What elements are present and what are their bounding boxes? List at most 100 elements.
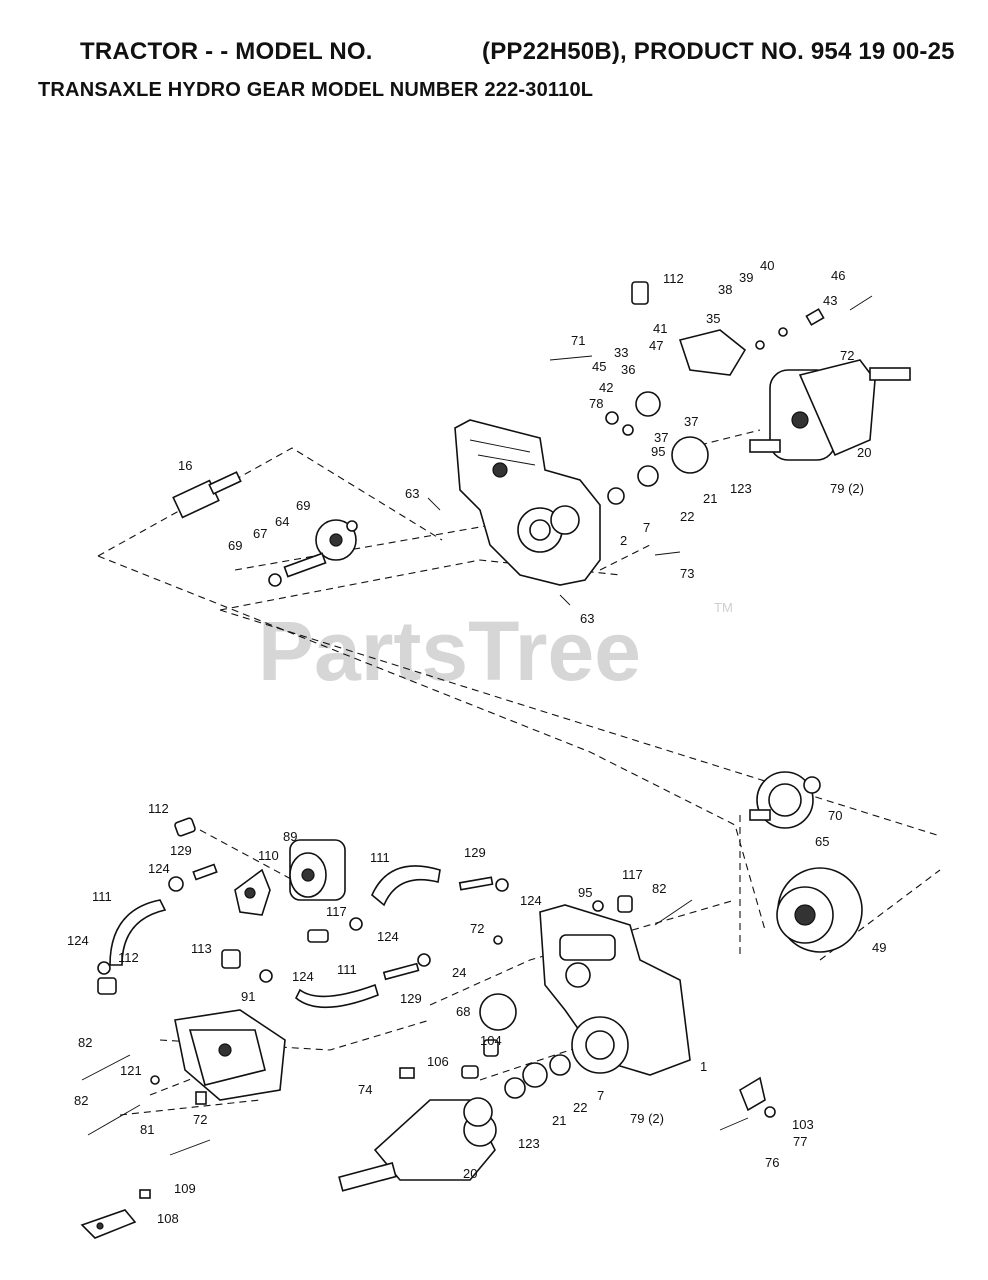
part-label: 112 — [663, 271, 684, 286]
part-label: 117 — [326, 904, 347, 919]
part-label: 43 — [823, 293, 837, 308]
gear-64 — [268, 519, 358, 587]
differential-gear-65 — [749, 771, 821, 829]
part-label: 2 — [620, 533, 627, 548]
part-label: 37 — [654, 430, 668, 445]
part-label: 64 — [275, 514, 289, 529]
part-label: 81 — [140, 1122, 154, 1137]
lower-housing — [539, 904, 691, 1076]
part-label: 22 — [573, 1100, 587, 1115]
part-label: 1 — [700, 1059, 707, 1074]
part-label: 108 — [157, 1211, 179, 1226]
part-label: 82 — [74, 1093, 88, 1108]
part-label: 33 — [614, 345, 628, 360]
page-title: TRACTOR - - MODEL NO. — [80, 38, 373, 65]
part-label: 69 — [228, 538, 242, 553]
part-label: 95 — [651, 444, 665, 459]
small-upper-parts — [427, 281, 873, 606]
part-label: 77 — [793, 1134, 807, 1149]
part-label: 110 — [258, 848, 279, 863]
part-label: 40 — [760, 258, 774, 273]
part-label: 123 — [518, 1136, 540, 1151]
part-label: 47 — [649, 338, 663, 353]
part-label: 20 — [857, 445, 871, 460]
part-label: 123 — [730, 481, 752, 496]
part-label: 37 — [684, 414, 698, 429]
part-label: 21 — [552, 1113, 566, 1128]
part-label: 16 — [178, 458, 192, 473]
pump-shaft-16 — [172, 471, 242, 519]
part-label: 49 — [872, 940, 886, 955]
part-label: 78 — [589, 396, 603, 411]
part-label: 20 — [463, 1166, 477, 1181]
part-label: 24 — [452, 965, 466, 980]
part-label: 124 — [148, 861, 170, 876]
part-label: 70 — [828, 808, 842, 823]
part-label: 112 — [118, 950, 139, 965]
part-label: 104 — [480, 1033, 502, 1048]
part-label: 39 — [739, 270, 753, 285]
part-label: 65 — [815, 834, 829, 849]
part-label: 129 — [400, 991, 422, 1006]
part-labels-lower: 70 65 112 129 110 89 111 129 124 95 117 … — [67, 801, 886, 1226]
part-label: 95 — [578, 885, 592, 900]
part-label: 7 — [643, 520, 650, 535]
hoses-111 — [109, 865, 441, 1009]
part-label: 82 — [652, 881, 666, 896]
part-label: 112 — [148, 801, 169, 816]
watermark-tm: TM — [714, 600, 733, 615]
part-label: 71 — [571, 333, 585, 348]
part-label: 91 — [241, 989, 255, 1004]
part-label: 35 — [706, 311, 720, 326]
part-label: 72 — [840, 348, 854, 363]
upper-housing — [454, 419, 601, 586]
page-subtitle: TRANSAXLE HYDRO GEAR MODEL NUMBER 222-30… — [38, 79, 594, 101]
part-label: 22 — [680, 509, 694, 524]
part-label: 129 — [464, 845, 486, 860]
part-label: 79 (2) — [830, 481, 864, 496]
part-label: 21 — [703, 491, 717, 506]
part-label: 42 — [599, 380, 613, 395]
part-label: 89 — [283, 829, 297, 844]
product-number: (PP22H50B), PRODUCT NO. 954 19 00-25 — [482, 38, 955, 65]
part-label: 7 — [597, 1088, 604, 1103]
part-label: 41 — [653, 321, 667, 336]
part-label: 121 — [120, 1063, 142, 1078]
part-label: 124 — [377, 929, 399, 944]
part-label: 45 — [592, 359, 606, 374]
small-lower-parts — [80, 817, 776, 1239]
part-label: 63 — [580, 611, 594, 626]
part-label: 124 — [67, 933, 89, 948]
assembly-guide-lines — [97, 429, 941, 1116]
part-labels-upper: 112 39 40 46 38 43 71 41 35 72 47 33 36 … — [178, 258, 871, 626]
part-label: 109 — [174, 1181, 196, 1196]
part-label: 69 — [296, 498, 310, 513]
part-label: 129 — [170, 843, 192, 858]
part-label: 72 — [193, 1112, 207, 1127]
filter-89 — [289, 839, 346, 901]
part-label: 79 (2) — [630, 1111, 664, 1126]
part-label: 111 — [92, 889, 112, 904]
part-label: 111 — [370, 850, 390, 865]
part-label: 46 — [831, 268, 845, 283]
center-section-91 — [174, 1009, 286, 1101]
part-label: 74 — [358, 1082, 372, 1097]
differential-49 — [776, 867, 863, 953]
part-label: 67 — [253, 526, 267, 541]
part-label: 103 — [792, 1117, 814, 1132]
part-label: 72 — [470, 921, 484, 936]
upper-center-section — [749, 359, 911, 461]
part-label: 113 — [191, 941, 212, 956]
part-label: 111 — [337, 962, 357, 977]
part-label: 36 — [621, 362, 635, 377]
filter-base-110 — [234, 868, 271, 916]
part-label: 124 — [292, 969, 314, 984]
part-label: 68 — [456, 1004, 470, 1019]
part-label: 106 — [427, 1054, 449, 1069]
part-label: 117 — [622, 867, 643, 882]
part-label: 124 — [520, 893, 542, 908]
part-label: 38 — [718, 282, 732, 297]
part-label: 63 — [405, 486, 419, 501]
part-label: 82 — [78, 1035, 92, 1050]
